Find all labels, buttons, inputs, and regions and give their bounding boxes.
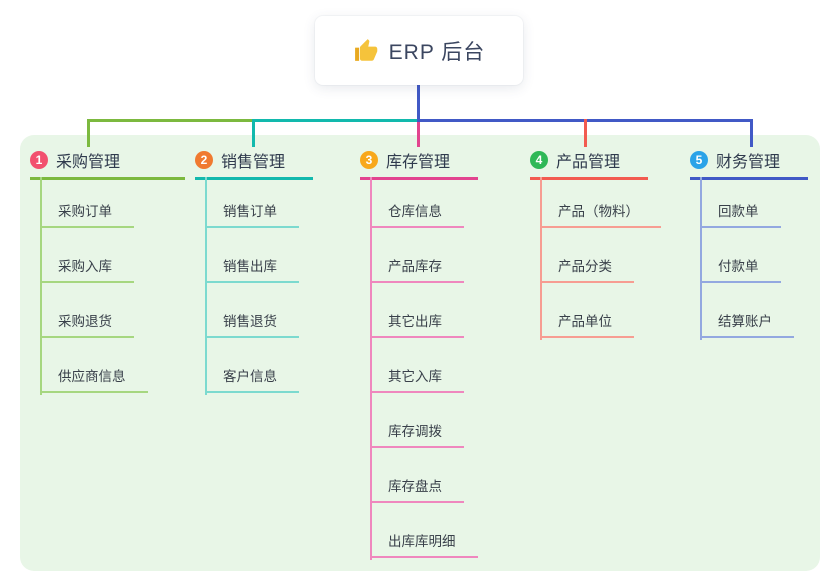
child-node[interactable]: 销售退货 [205, 306, 299, 338]
child-node[interactable]: 供应商信息 [40, 361, 148, 393]
branch-purchase: 1 采购管理 采购订单 采购入库 采购退货 供应商信息 [30, 148, 185, 395]
mindmap-background-panel [20, 135, 820, 571]
branch-label: 产品管理 [556, 153, 621, 171]
branch-inventory: 3 库存管理 仓库信息 产品库存 其它出库 其它入库 库存调拨 库存盘点 出库库… [360, 148, 478, 560]
branch-number-badge: 3 [360, 150, 378, 169]
branch-title-product[interactable]: 4 产品管理 [530, 148, 648, 180]
child-node[interactable]: 采购订单 [40, 196, 134, 228]
child-node[interactable]: 采购入库 [40, 251, 134, 283]
branch-title-finance[interactable]: 5 财务管理 [690, 148, 808, 180]
child-node[interactable]: 库存调拨 [370, 416, 464, 448]
child-node[interactable]: 其它入库 [370, 361, 464, 393]
child-node[interactable]: 其它出库 [370, 306, 464, 338]
branch-number-badge: 5 [690, 150, 708, 169]
branch-label: 库存管理 [386, 153, 451, 171]
child-node[interactable]: 结算账户 [700, 306, 794, 338]
connector-drop-inventory [417, 122, 420, 147]
root-node[interactable]: ERP 后台 [315, 16, 523, 85]
branch-label: 采购管理 [56, 153, 121, 171]
connector-drop-purchase [87, 119, 90, 147]
child-node[interactable]: 出库库明细 [370, 526, 478, 558]
child-node[interactable]: 客户信息 [205, 361, 299, 393]
branch-connector-line [540, 177, 542, 340]
connector-bus-sales [252, 119, 419, 122]
connector-drop-product [584, 119, 587, 147]
branch-number-badge: 4 [530, 150, 548, 169]
branch-connector-line [40, 177, 42, 395]
thumbs-up-icon [354, 38, 377, 61]
child-node[interactable]: 采购退货 [40, 306, 134, 338]
branch-number-badge: 2 [195, 150, 213, 169]
child-node[interactable]: 产品单位 [540, 306, 634, 338]
connector-drop-sales [252, 119, 255, 147]
branch-label: 财务管理 [716, 153, 781, 171]
child-node[interactable]: 销售出库 [205, 251, 299, 283]
child-node[interactable]: 仓库信息 [370, 196, 464, 228]
branch-connector-line [370, 177, 372, 560]
child-node[interactable]: 产品（物料） [540, 196, 661, 228]
branch-connector-line [205, 177, 207, 395]
branch-title-purchase[interactable]: 1 采购管理 [30, 148, 185, 180]
connector-bus-purchase [87, 119, 253, 122]
connector-root-drop [417, 84, 420, 121]
branch-product: 4 产品管理 产品（物料） 产品分类 产品单位 [530, 148, 661, 340]
child-node[interactable]: 产品分类 [540, 251, 634, 283]
child-node[interactable]: 销售订单 [205, 196, 299, 228]
child-node[interactable]: 库存盘点 [370, 471, 464, 503]
branch-label: 销售管理 [221, 153, 286, 171]
branch-finance: 5 财务管理 回款单 付款单 结算账户 [690, 148, 808, 340]
child-node[interactable]: 付款单 [700, 251, 781, 283]
root-title: ERP 后台 [388, 40, 486, 64]
branch-sales: 2 销售管理 销售订单 销售出库 销售退货 客户信息 [195, 148, 313, 395]
branch-title-inventory[interactable]: 3 库存管理 [360, 148, 478, 180]
connector-drop-finance [750, 119, 753, 147]
child-node[interactable]: 产品库存 [370, 251, 464, 283]
branch-title-sales[interactable]: 2 销售管理 [195, 148, 313, 180]
child-node[interactable]: 回款单 [700, 196, 781, 228]
branch-connector-line [700, 177, 702, 340]
branch-number-badge: 1 [30, 150, 48, 169]
